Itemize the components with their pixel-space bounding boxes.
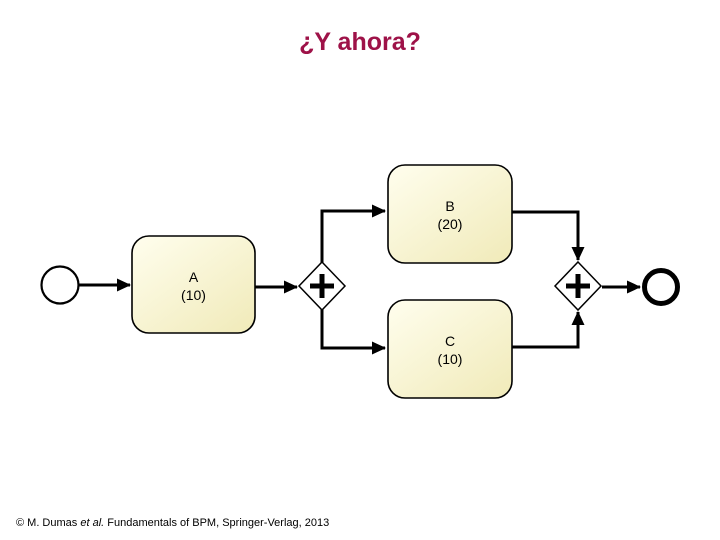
- copyright-et-al: et al.: [80, 517, 105, 529]
- task-a-shape: [131, 235, 256, 334]
- parallel-gateway-split: [297, 260, 347, 312]
- task-c-duration: (10): [438, 351, 463, 367]
- copyright-footer: © M. Dumas et al. Fundamentals of BPM, S…: [16, 517, 329, 529]
- task-a-duration: (10): [181, 287, 206, 303]
- flow-task-c-to-join-gateway: [512, 311, 585, 349]
- parallel-gateway-join: [553, 260, 603, 312]
- task-b-shape: [387, 164, 513, 264]
- task-c-name: C: [445, 333, 455, 349]
- copyright-prefix: © M. Dumas: [16, 517, 81, 529]
- page-title: ¿Y ahora?: [299, 28, 421, 56]
- parallel-plus-icon: [310, 274, 334, 298]
- end-event-icon: [642, 268, 680, 306]
- flow-task-b-to-join-gateway: [512, 210, 585, 261]
- task-c: C (10): [387, 299, 513, 399]
- copyright-suffix: Fundamentals of BPM, Springer-Verlag, 20…: [104, 517, 330, 529]
- task-a: A (10): [131, 235, 256, 334]
- parallel-plus-icon: [566, 274, 590, 298]
- start-event-icon: [40, 265, 80, 305]
- task-b: B (20): [387, 164, 513, 264]
- task-b-name: B: [445, 198, 454, 214]
- task-a-name: A: [189, 269, 199, 285]
- flow-split-gateway-to-task-c: [320, 309, 386, 355]
- task-c-shape: [387, 299, 513, 399]
- task-b-duration: (20): [438, 216, 463, 232]
- flow-split-gateway-to-task-b: [320, 204, 386, 263]
